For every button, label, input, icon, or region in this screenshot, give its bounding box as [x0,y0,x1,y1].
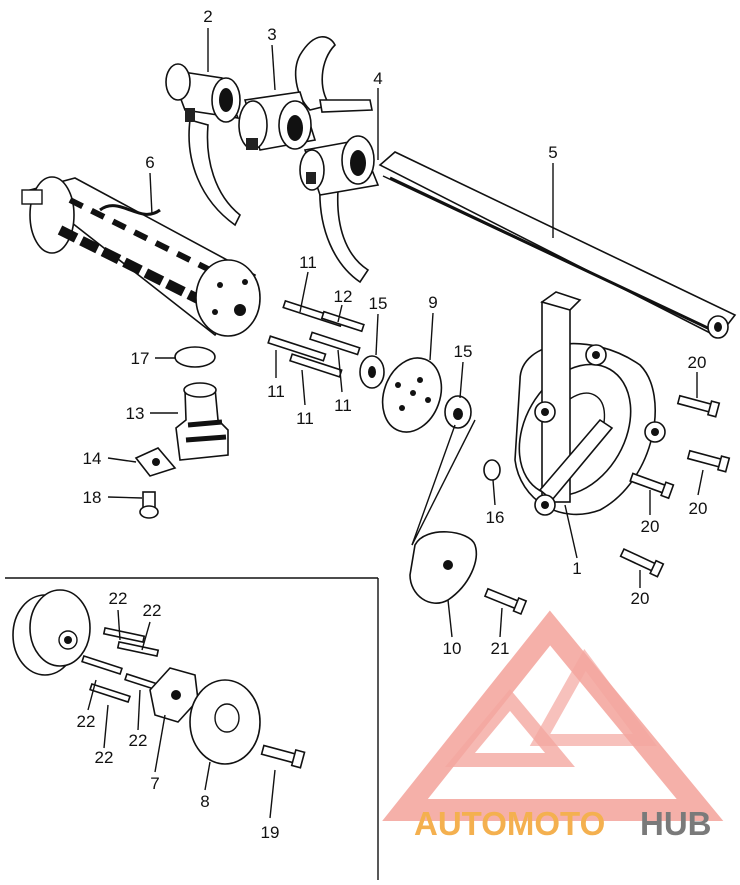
callout-22: 22 [95,748,114,767]
callout-22: 22 [109,589,128,608]
callout-19: 19 [261,823,280,842]
shift-fork-shaft [378,151,737,339]
watermark-logo: AUTOMOTO HUB [382,610,724,842]
callout-11: 11 [267,382,285,401]
o-ring-16 [483,459,501,481]
screw-21 [483,587,528,616]
inset-pins [81,626,166,704]
callout-13: 13 [126,404,145,423]
callout-2: 2 [203,7,212,26]
callout-3: 3 [267,25,276,44]
pins-group [267,299,365,378]
bolts-20 [619,394,731,578]
drum-cover [189,679,261,765]
watermark-brand-text: AUTOMOTO [414,805,605,842]
screw-18 [139,491,159,519]
callout-17: 17 [131,349,150,368]
callout-20: 20 [631,589,650,608]
callout-5: 5 [548,143,557,162]
callout-7: 7 [150,774,159,793]
washer-15b [444,395,472,429]
callout-4: 4 [373,69,382,88]
callout-20: 20 [688,353,707,372]
callout-6: 6 [145,153,154,172]
inset-frame [5,577,379,880]
gearshift-lever-assembly [514,291,666,516]
callout-8: 8 [200,792,209,811]
washer-15a [359,355,385,389]
shift-fork-3 [238,36,373,151]
callout-15: 15 [454,342,473,361]
callout-14: 14 [83,449,102,468]
callout-11: 11 [296,409,314,428]
shift-fork-4 [299,135,380,284]
callout-22: 22 [77,712,96,731]
callout-21: 21 [491,639,510,658]
callout-11: 11 [299,253,317,272]
callout-11: 11 [334,396,352,415]
callout-20: 20 [689,499,708,518]
shift-drum [21,176,261,337]
neutral-switch-body [175,382,229,461]
callout-16: 16 [486,508,505,527]
callout-18: 18 [83,488,102,507]
callout-1: 1 [572,559,581,578]
callout-22: 22 [129,731,148,750]
leader-lines [87,28,704,819]
callout-22: 22 [143,601,162,620]
o-ring [174,346,216,368]
watermark-brand-suffix: HUB [640,805,712,842]
callout-15: 15 [369,294,388,313]
shift-fork-2 [165,63,242,227]
switch-bracket [134,447,177,477]
stopper-plate [381,357,443,433]
callout-10: 10 [443,639,462,658]
callout-20: 20 [641,517,660,536]
drum-end-cam [12,589,91,676]
bolt-19 [260,744,306,769]
callout-12: 12 [334,287,353,306]
callout-9: 9 [428,293,437,312]
callout-labels: 2 3 4 5 6 11 12 15 9 15 17 11 11 11 13 1… [77,7,708,842]
cover-plate [409,531,477,604]
